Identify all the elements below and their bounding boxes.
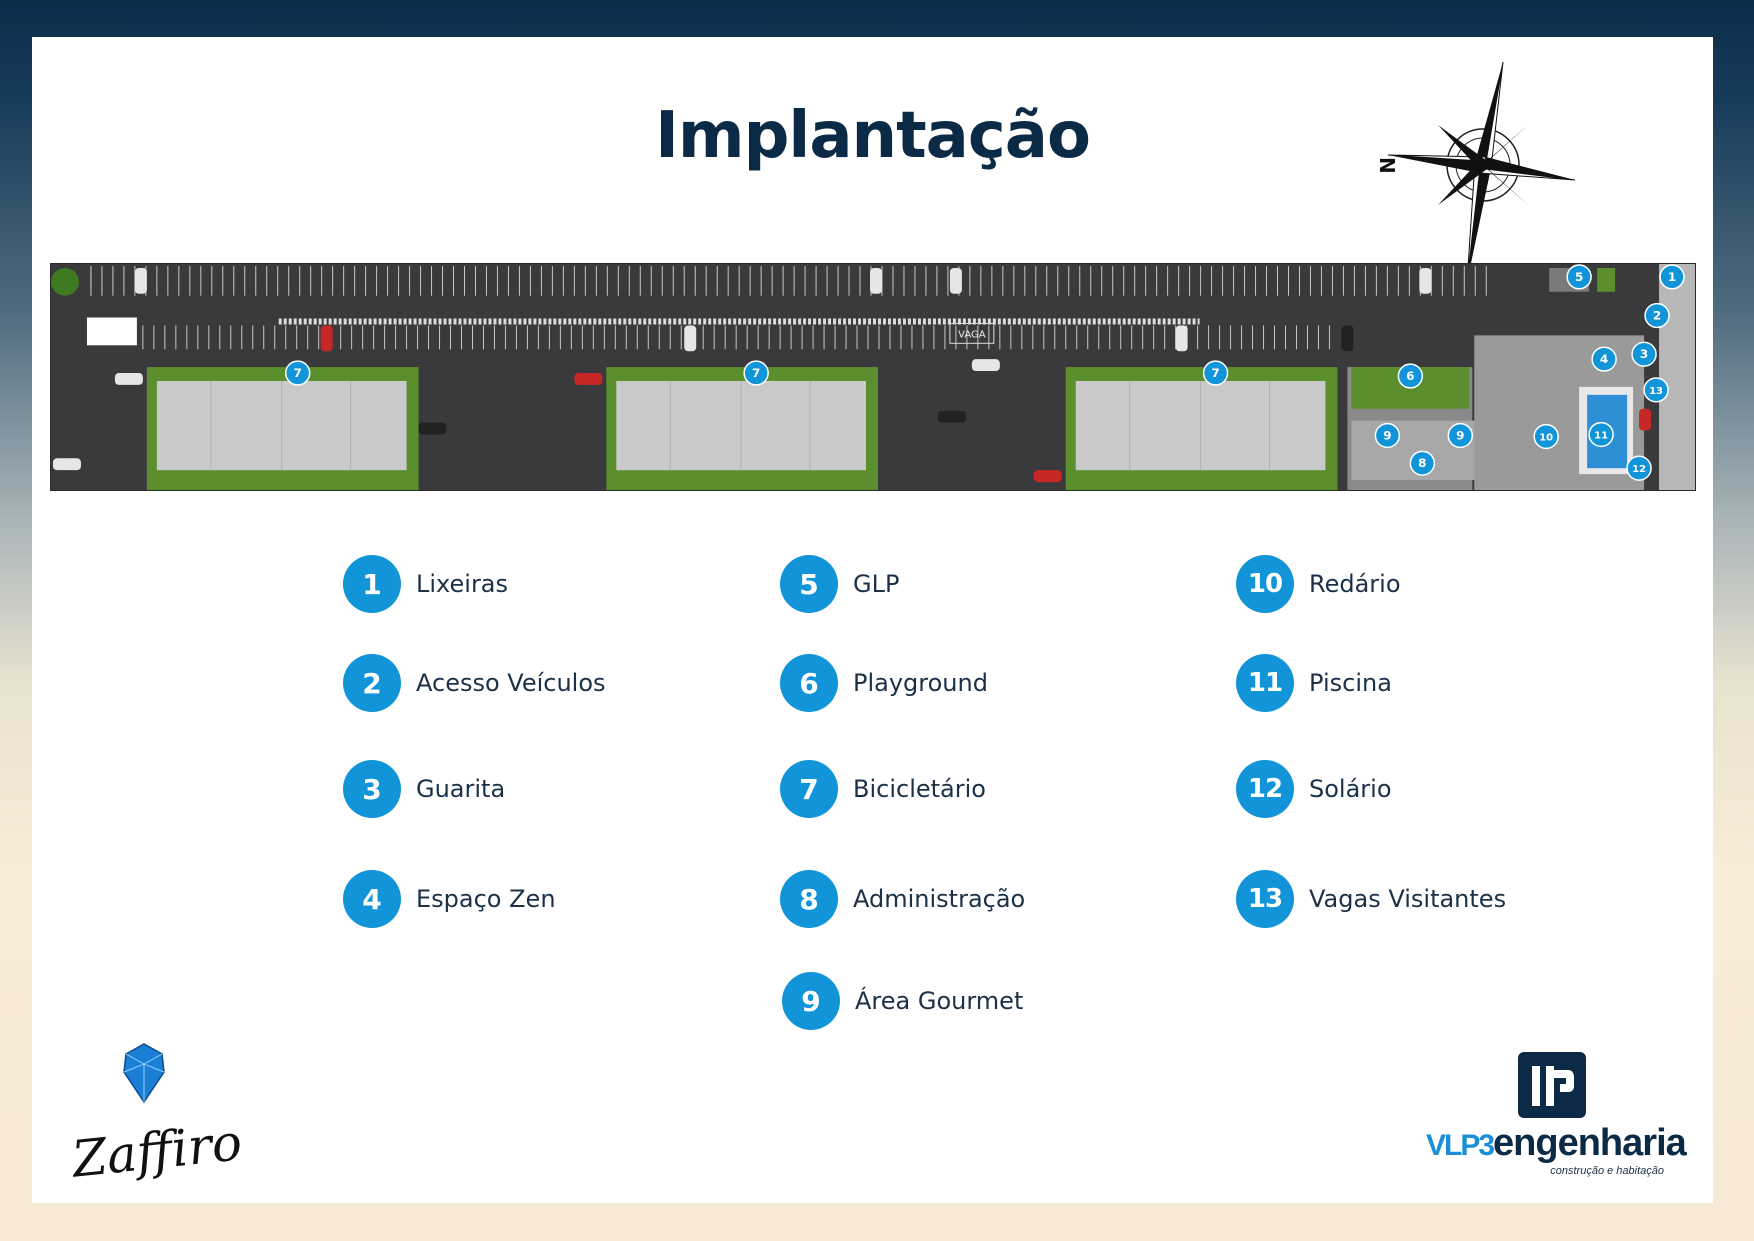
legend-item: 11 Piscina <box>1236 654 1392 712</box>
plan-marker <box>743 360 769 386</box>
legend-number-badge: 12 <box>1236 760 1294 818</box>
implantation-sheet: Implantação N <box>32 37 1713 1203</box>
plan-marker <box>1588 421 1614 448</box>
plan-marker <box>1566 264 1592 290</box>
plan-marker-label: 2 <box>1653 309 1661 323</box>
legend-number-badge: 3 <box>343 760 401 818</box>
legend-item: 2 Acesso Veículos <box>343 654 606 712</box>
plan-marker-label: 11 <box>1594 430 1608 441</box>
legend-item: 5 GLP <box>780 555 899 613</box>
legend-item: 9 Área Gourmet <box>782 972 1023 1030</box>
plan-marker <box>1644 302 1670 329</box>
plan-marker-label: 3 <box>1640 347 1648 361</box>
legend-item: 13 Vagas Visitantes <box>1236 870 1506 928</box>
plan-marker-label: 9 <box>1456 428 1464 442</box>
plan-marker-label: 10 <box>1539 432 1553 443</box>
legend-number-badge: 13 <box>1236 870 1294 928</box>
legend-number-badge: 2 <box>343 654 401 712</box>
plan-marker-label: 12 <box>1632 464 1646 475</box>
plan-marker-label: 8 <box>1418 456 1426 470</box>
legend-number-badge: 4 <box>343 870 401 928</box>
vaga-label: VAGA <box>958 329 986 340</box>
plan-marker <box>1631 341 1657 367</box>
plan-marker <box>284 360 311 386</box>
legend-item: 7 Bicicletário <box>780 760 986 818</box>
plan-marker <box>1643 377 1669 403</box>
legend-label: Playground <box>853 669 988 697</box>
legend-label: Acesso Veículos <box>416 669 606 697</box>
legend-label: Vagas Visitantes <box>1309 885 1507 913</box>
legend-number-badge: 7 <box>780 760 838 818</box>
plan-marker <box>1659 264 1685 290</box>
legend-number-badge: 9 <box>782 972 840 1030</box>
plan-marker <box>1202 360 1229 386</box>
legend-item: 12 Solário <box>1236 760 1392 818</box>
legend-number-badge: 11 <box>1236 654 1294 712</box>
legend-item: 1 Lixeiras <box>343 555 508 613</box>
legend-label: Bicicletário <box>853 775 986 803</box>
legend-label: Piscina <box>1309 669 1392 697</box>
plan-marker-label: 4 <box>1600 352 1608 366</box>
legend-item: 6 Playground <box>780 654 988 712</box>
vlp3-wordmark: VLP3engenharia <box>1426 1122 1687 1165</box>
plan-marker-label: 7 <box>752 366 760 380</box>
plan-marker-label: 5 <box>1575 270 1583 284</box>
plan-marker-label: 13 <box>1649 386 1663 397</box>
legend-label: Lixeiras <box>416 570 509 598</box>
plan-marker-label: 7 <box>294 366 302 380</box>
page-title: Implantação <box>655 99 1091 173</box>
legend-label: Espaço Zen <box>416 885 556 913</box>
plan-marker <box>1409 450 1436 476</box>
legend-item: 4 Espaço Zen <box>343 870 556 928</box>
compass-rose-icon: N <box>1375 61 1576 282</box>
north-label: N <box>1375 157 1399 174</box>
legend-number-badge: 6 <box>780 654 838 712</box>
legend-number-badge: 1 <box>343 555 401 613</box>
legend-label: Solário <box>1309 775 1392 803</box>
legend-item: 10 Redário <box>1236 555 1401 613</box>
vlp3-prefix: VLP3 <box>1426 1129 1495 1162</box>
plan-marker-label: 6 <box>1406 369 1414 383</box>
plan-marker-label: 1 <box>1668 270 1676 284</box>
plan-marker <box>1533 423 1559 450</box>
legend-label: Área Gourmet <box>855 987 1024 1015</box>
plan-marker <box>1626 455 1652 481</box>
sapphire-gem-icon <box>123 1043 165 1104</box>
plan-marker <box>1447 422 1474 449</box>
vlp3-main: engenharia <box>1493 1122 1687 1164</box>
legend-label: Administração <box>853 885 1026 913</box>
plan-marker-label: 9 <box>1383 428 1391 442</box>
vlp3-logo: VLP3engenharia construção e habitação <box>1426 1052 1687 1182</box>
vlp3-monogram-icon <box>1518 1052 1586 1118</box>
legend-number-badge: 5 <box>780 555 838 613</box>
legend-number-badge: 8 <box>780 870 838 928</box>
legend-label: Guarita <box>416 775 506 803</box>
legend-item: 8 Administração <box>780 870 1025 928</box>
zaffiro-logo: Zaffiro <box>52 1040 245 1190</box>
plan-marker-label: 7 <box>1211 366 1219 380</box>
legend-number-badge: 10 <box>1236 555 1294 613</box>
plan-marker <box>1374 422 1401 449</box>
legend-label: Redário <box>1309 570 1401 598</box>
vlp3-tagline: construção e habitação <box>1550 1165 1664 1177</box>
legend-item: 3 Guarita <box>343 760 505 818</box>
plan-marker <box>1591 346 1617 372</box>
plan-marker <box>1397 363 1424 389</box>
legend-label: GLP <box>853 570 900 598</box>
